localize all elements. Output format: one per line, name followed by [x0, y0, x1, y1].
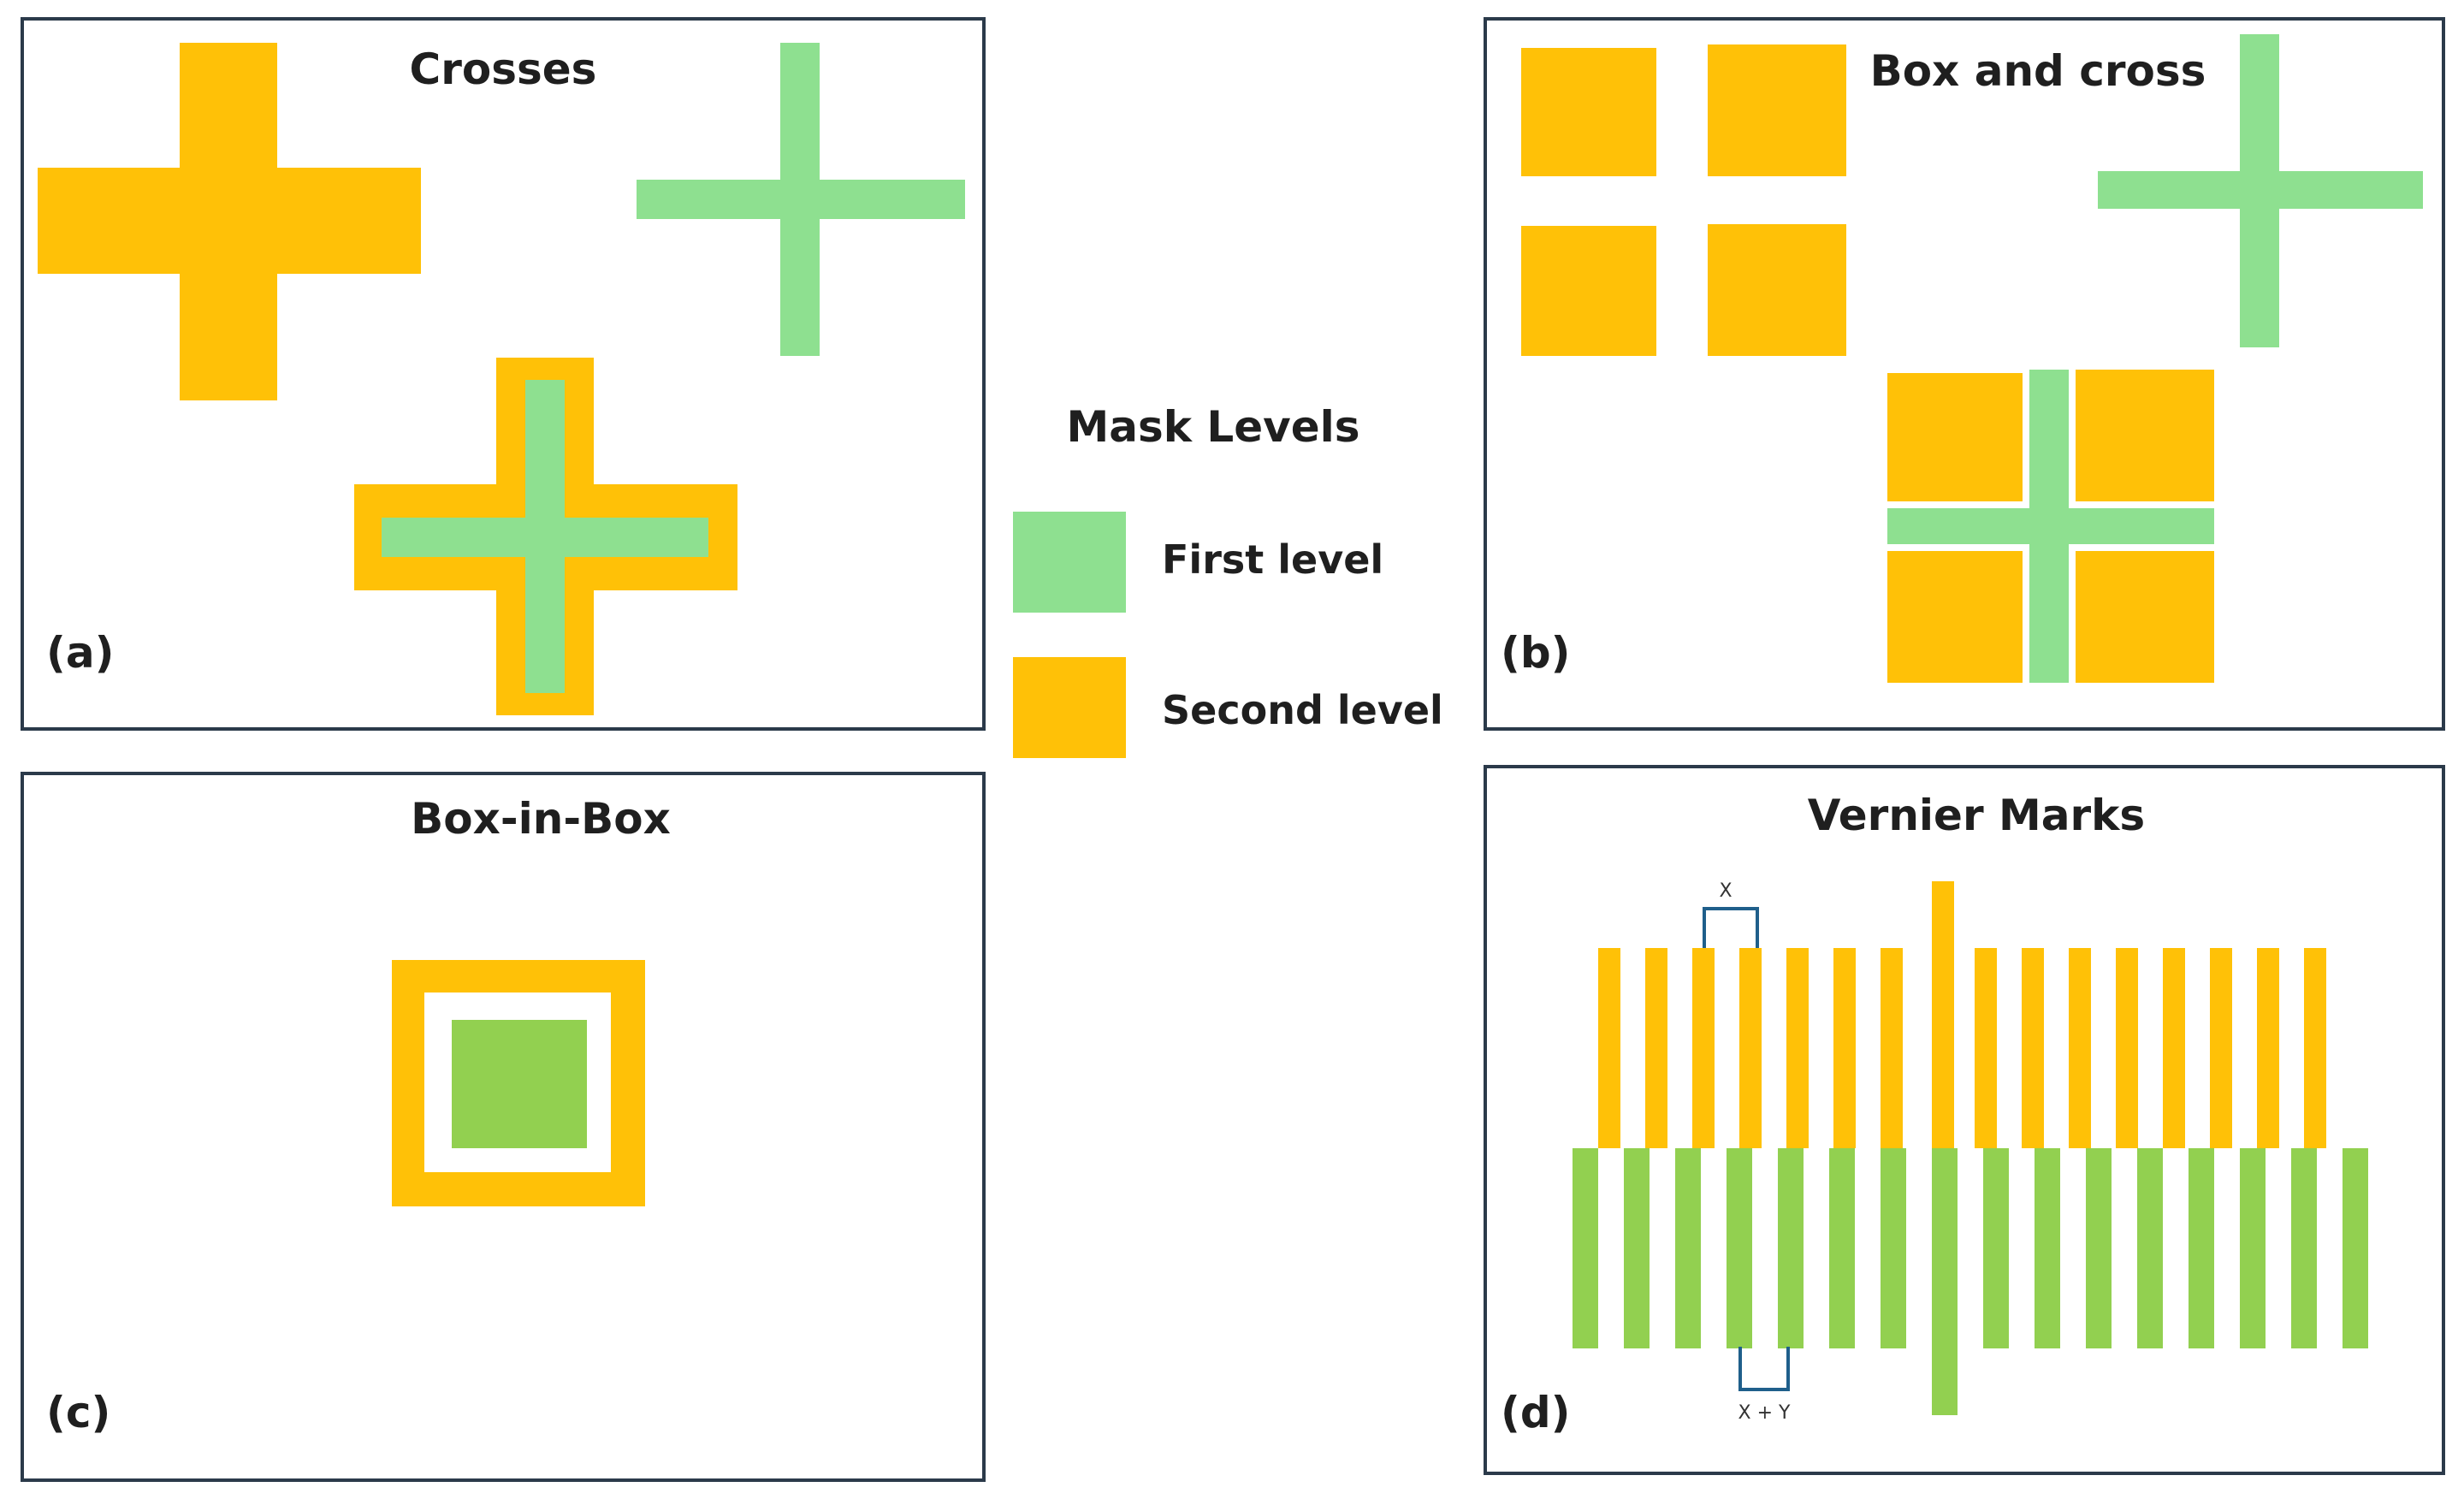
- panel-b-tag: (b): [1501, 628, 1571, 678]
- legend-label-second: Second level: [1162, 687, 1443, 733]
- vernier-center-top-bar: [1932, 881, 1954, 1148]
- vernier-bottom-bar: [1778, 1148, 1804, 1348]
- vernier-bottom-bar: [1573, 1148, 1598, 1348]
- panel-d-frame: [1484, 765, 2445, 1475]
- vernier-top-bars: [1598, 948, 2326, 1148]
- nested-cross: [354, 358, 737, 715]
- legend-title: Mask Levels: [1066, 402, 1359, 452]
- vernier-top-bar: [1786, 948, 1809, 1148]
- vernier-bottom-bar: [1881, 1148, 1906, 1348]
- panel-a-tag: (a): [46, 628, 114, 678]
- vernier-top-bar: [2116, 948, 2138, 1148]
- green-cross-b: [2098, 34, 2423, 347]
- vernier-top-bar: [2210, 948, 2232, 1148]
- vernier-bottom-bar: [2035, 1148, 2060, 1348]
- panel-b-title: Box and cross: [1870, 46, 2206, 96]
- panel-d-tag: (d): [1501, 1388, 1571, 1437]
- bottom-bracket: X + Y: [1738, 1347, 1791, 1424]
- four-orange-boxes: [1521, 44, 1846, 356]
- vernier-bottom-bar: [2240, 1148, 2266, 1348]
- vernier-top-bar: [2022, 948, 2044, 1148]
- vernier-top-bar: [1598, 948, 1620, 1148]
- vernier-top-bar: [1739, 948, 1762, 1148]
- panel-d-title: Vernier Marks: [1808, 791, 2145, 840]
- vernier-top-bar: [1975, 948, 1997, 1148]
- panel-c-tag: (c): [46, 1388, 110, 1437]
- vernier-bottom-bar: [1727, 1148, 1752, 1348]
- top-bracket: X: [1703, 880, 1759, 948]
- vernier-top-bar: [2163, 948, 2185, 1148]
- legend: Mask Levels First level Second level: [1013, 402, 1443, 758]
- panel-c-box-in-box: Box-in-Box (c): [21, 772, 986, 1482]
- vernier-bottom-bar: [1983, 1148, 2009, 1348]
- box-in-box-mark: [392, 960, 645, 1206]
- panel-d-vernier-marks: Vernier Marks X X + Y (d): [1484, 765, 2445, 1475]
- vernier-bottom-bar: [2137, 1148, 2163, 1348]
- legend-label-first: First level: [1162, 536, 1383, 583]
- green-cross: [637, 43, 965, 356]
- vernier-top-bar: [1645, 948, 1667, 1148]
- vernier-bottom-bar: [1675, 1148, 1701, 1348]
- vernier-bottom-bar: [1624, 1148, 1650, 1348]
- boxes-with-cross: [1887, 370, 2214, 683]
- vernier-top-bar: [2257, 948, 2279, 1148]
- vernier-bottom-bar: [2086, 1148, 2112, 1348]
- vernier-top-bar: [1833, 948, 1856, 1148]
- vernier-center-bottom-bar: [1932, 1148, 1958, 1415]
- vernier-bottom-bar: [2343, 1148, 2368, 1348]
- vernier-top-bar: [1881, 948, 1903, 1148]
- vernier-top-bar: [2069, 948, 2091, 1148]
- panel-b-box-and-cross: Box and cross (b): [1484, 17, 2445, 731]
- vernier-bottom-bar: [2189, 1148, 2214, 1348]
- top-bracket-label: X: [1719, 880, 1732, 902]
- panel-a-crosses: Crosses (a): [21, 17, 986, 731]
- vernier-bottom-bar: [2291, 1148, 2317, 1348]
- panel-a-title: Crosses: [410, 44, 597, 94]
- legend-swatch-second: [1013, 657, 1126, 758]
- bottom-bracket-label: X + Y: [1738, 1402, 1791, 1424]
- vernier-top-bar: [1692, 948, 1715, 1148]
- vernier-bottom-bars: [1573, 1148, 2368, 1348]
- orange-cross: [38, 43, 421, 400]
- vernier-top-bar: [2304, 948, 2326, 1148]
- panel-c-title: Box-in-Box: [411, 794, 671, 844]
- legend-swatch-first: [1013, 512, 1126, 613]
- vernier-bottom-bar: [1829, 1148, 1855, 1348]
